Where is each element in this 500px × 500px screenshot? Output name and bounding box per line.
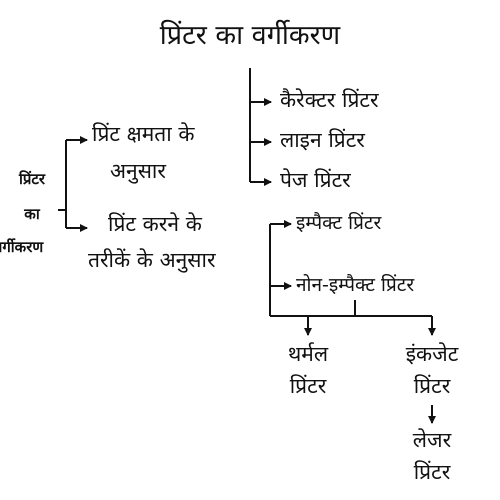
inkjet-line2: प्रिंटर xyxy=(413,374,451,398)
root-node-line3: वर्गीकरण xyxy=(0,238,44,256)
impact-printer-label: इम्पैक्ट प्रिंटर xyxy=(296,212,382,234)
thermal-line2: प्रिंटर xyxy=(289,374,327,398)
laser-line1: लेजर xyxy=(412,428,452,452)
by-capacity-line2: अनुसार xyxy=(110,159,166,183)
by-method-line1: प्रिंट करने के xyxy=(108,212,202,236)
non-impact-printer-label: नोन-इम्पैक्ट प्रिंटर xyxy=(296,274,415,296)
page-printer-label: पेज प्रिंटर xyxy=(280,168,351,192)
diagram-title: प्रिंटर का वर्गीकरण xyxy=(159,20,341,51)
by-method-line2: तरीकें के अनुसार xyxy=(88,248,216,272)
character-printer-label: कैरेक्टर प्रिंटर xyxy=(280,88,379,112)
by-capacity-line1: प्रिंट क्षमता के xyxy=(92,122,195,146)
laser-line2: प्रिंटर xyxy=(413,460,451,484)
inkjet-line1: इंकजेट xyxy=(405,342,459,366)
root-node-line2: का xyxy=(24,205,40,223)
root-node-line1: प्रिंटर xyxy=(18,170,46,188)
thermal-line1: थर्मल xyxy=(287,342,329,366)
line-printer-label: लाइन प्रिंटर xyxy=(280,128,365,152)
